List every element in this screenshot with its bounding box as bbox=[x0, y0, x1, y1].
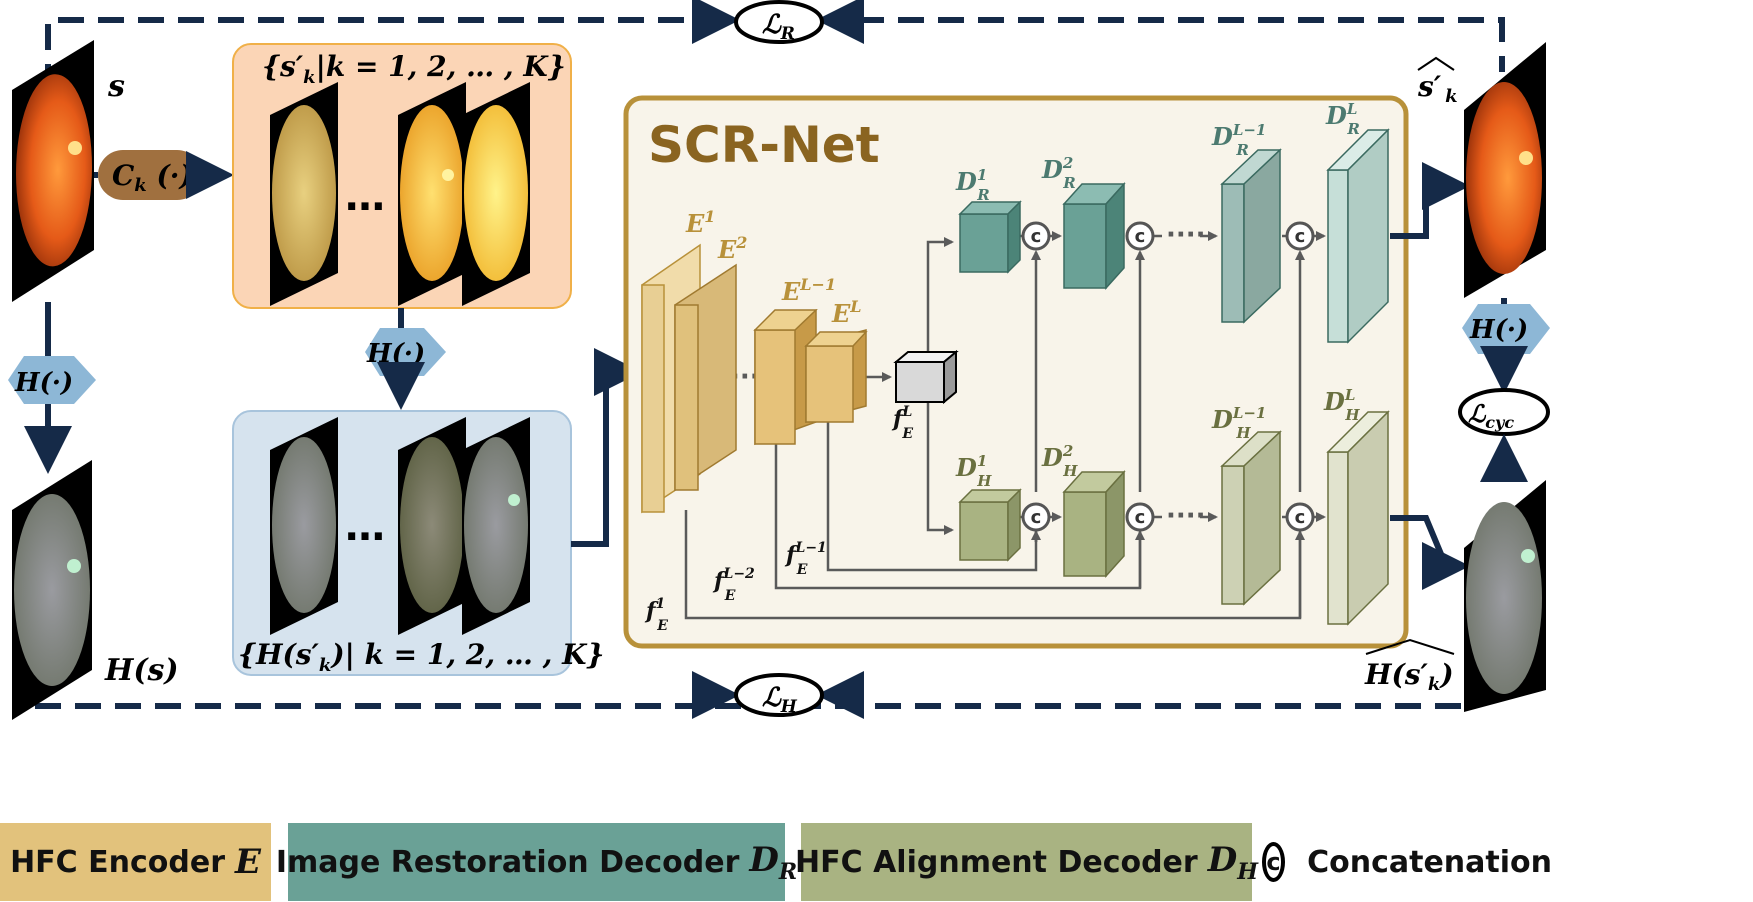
svg-text:ℒcyc: ℒcyc bbox=[1468, 399, 1514, 432]
panel-dots: … bbox=[345, 174, 385, 220]
svg-text:c: c bbox=[1295, 226, 1306, 247]
svg-text:ℒR: ℒR bbox=[762, 10, 795, 44]
encoder-block-el1 bbox=[753, 308, 818, 446]
decoder-h-block-2 bbox=[1062, 470, 1126, 578]
arrow-to-output-s bbox=[1390, 162, 1470, 239]
set-h-label: {H(s′k)| k = 1, 2, … , K} bbox=[238, 638, 604, 676]
encoder-block-e2 bbox=[674, 263, 737, 492]
label-h-hat: H(s′k) bbox=[1364, 658, 1454, 695]
label-el: EL bbox=[831, 297, 862, 328]
label-s: s bbox=[107, 69, 125, 104]
hfc-input-image bbox=[12, 460, 92, 720]
loss-r-node: ℒR bbox=[692, 0, 864, 44]
hfc-images-panel: … {H(s′k)| k = 1, 2, … , K} bbox=[232, 410, 604, 676]
concat-icon: c bbox=[1262, 842, 1286, 882]
hfc-operator-right: H(·) bbox=[1462, 304, 1550, 354]
svg-text:H(·): H(·) bbox=[14, 368, 73, 398]
svg-text:c: c bbox=[1031, 226, 1042, 247]
decoder-h-block-l1 bbox=[1220, 430, 1282, 606]
hfc-operator-middle: H(·) bbox=[365, 328, 446, 376]
label-e1: E1 bbox=[685, 207, 715, 238]
decoder-r-block-2 bbox=[1062, 182, 1126, 290]
decoder-h-block-1 bbox=[958, 488, 1022, 562]
set-s-label: {s′k|k = 1, 2, … , K} bbox=[262, 50, 566, 88]
decoder-r-block-1 bbox=[958, 200, 1022, 274]
decoder-r-block-l1 bbox=[1220, 148, 1282, 324]
legend-concat: c Concatenation bbox=[1262, 823, 1552, 901]
loss-cyc-node: ℒcyc bbox=[1458, 388, 1550, 436]
label-hs: H(s) bbox=[104, 653, 179, 688]
dots-dh: ···· bbox=[1166, 501, 1206, 531]
scr-net-title: SCR-Net bbox=[648, 116, 880, 174]
svg-text:H(·): H(·) bbox=[366, 339, 425, 369]
svg-text:Ck (·): Ck (·) bbox=[112, 159, 193, 196]
input-fundus-image bbox=[12, 40, 94, 302]
svg-text:ℒH: ℒH bbox=[762, 683, 798, 717]
hfc-operator-left: H(·) bbox=[8, 356, 96, 404]
concat-circles bbox=[1021, 221, 1315, 532]
bottleneck-to-dh bbox=[926, 398, 954, 535]
loss-h-node: ℒH bbox=[692, 671, 864, 719]
bottleneck-feature bbox=[893, 349, 959, 405]
svg-text:c: c bbox=[1135, 226, 1146, 247]
output-fundus-image bbox=[1464, 42, 1546, 298]
svg-text:c: c bbox=[1031, 507, 1042, 528]
svg-text:c: c bbox=[1295, 507, 1306, 528]
label-e2: E2 bbox=[717, 233, 747, 264]
decoder-h-block-l bbox=[1326, 410, 1390, 626]
ck-operator: Ck (·) bbox=[98, 150, 202, 200]
arrow-to-output-h bbox=[1390, 515, 1470, 590]
svg-text:c: c bbox=[1135, 507, 1146, 528]
label-el1: EL−1 bbox=[781, 275, 836, 306]
output-hfc-image bbox=[1464, 480, 1546, 712]
dots-dr: ···· bbox=[1166, 220, 1206, 250]
label-s-hat: s′k bbox=[1417, 70, 1458, 107]
skip-fel1 bbox=[826, 420, 1038, 572]
encoder-block-el bbox=[804, 329, 868, 423]
degraded-images-panel: … {s′k|k = 1, 2, … , K} bbox=[232, 43, 572, 309]
svg-text:H(·): H(·) bbox=[1469, 315, 1528, 345]
arrow-to-encoder bbox=[571, 348, 642, 547]
decoder-r-block-l bbox=[1326, 128, 1390, 344]
panel-dots-hfc: … bbox=[345, 504, 385, 550]
bottleneck-to-dr bbox=[926, 237, 954, 355]
